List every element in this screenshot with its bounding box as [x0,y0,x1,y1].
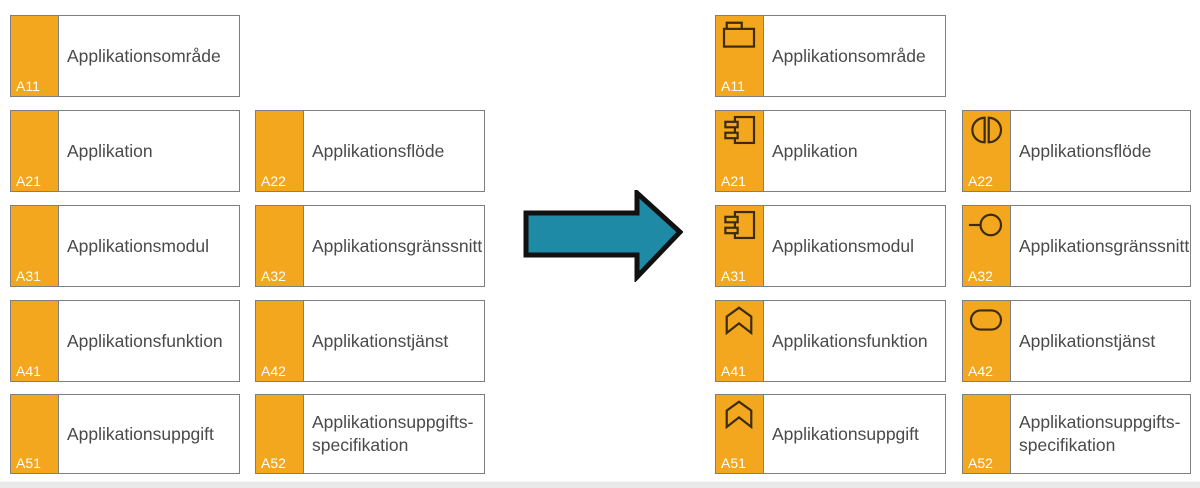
code-tab: A31 [716,206,764,286]
code-tab: A31 [11,206,59,286]
concept-box-a32-plain: A32 Applikationsgränssnitt [255,205,485,287]
concept-code: A11 [16,78,40,94]
concept-code: A51 [721,455,746,471]
concept-box-a21-notation: A21 Applikation [715,110,946,192]
concept-box-a32-notation: A32 Applikationsgränssnitt [962,205,1191,287]
concept-label: Applikation [67,140,153,161]
concept-box-a51-plain: A51 Applikationsuppgift [10,394,240,474]
concept-code: A41 [721,363,746,379]
concept-label: Applikationsmodul [67,235,210,256]
concept-box-a11-plain: A11 Applikationsområde [10,15,240,97]
concept-code: A11 [721,78,745,94]
concept-code: A52 [261,455,286,471]
service-icon [969,309,1003,331]
concept-code: A31 [16,268,41,284]
concept-box-a31-notation: A31 Applikationsmodul [715,205,946,287]
concept-label: Applikationsflöde [312,140,445,161]
code-tab: A22 [963,111,1011,191]
concept-label: Applikationsuppgift [67,423,214,444]
concept-label: Applikationstjänst [1019,330,1156,351]
concept-box-a22-plain: A22 Applikationsflöde [255,110,485,192]
transformation-arrow [523,190,683,282]
code-tab: A51 [11,395,59,473]
concept-code: A32 [968,268,993,284]
concept-code: A31 [721,268,746,284]
concept-box-a42-plain: A42 Applikationstjänst [255,300,485,382]
concept-label: Applikation [772,140,858,161]
concept-box-a51-notation: A51 Applikationsuppgift [715,394,946,474]
concept-box-a31-plain: A31 Applikationsmodul [10,205,240,287]
concept-box-a22-notation: A22 Applikationsflöde [962,110,1191,192]
code-tab: A21 [11,111,59,191]
function-icon [725,306,753,335]
concept-code: A42 [968,363,993,379]
interaction-icon [971,116,1003,144]
code-tab: A11 [716,16,764,96]
interface-icon [968,213,1003,237]
concept-box-a21-plain: A21 Applikation [10,110,240,192]
concept-code: A41 [16,363,41,379]
folder-icon [722,21,756,48]
concept-code: A22 [261,173,286,189]
concept-box-a41-plain: A41 Applikationsfunktion [10,300,240,382]
component-icon [724,115,756,145]
code-tab: A51 [716,395,764,473]
code-tab: A52 [963,395,1011,473]
concept-box-a52-notation: A52 Applikationsuppgifts- specifikation [962,394,1191,474]
code-tab: A32 [963,206,1011,286]
concept-label: Applikationsområde [67,45,221,66]
concept-code: A52 [968,455,993,471]
code-tab: A42 [963,301,1011,381]
concept-box-a42-notation: A42 Applikationstjänst [962,300,1191,382]
concept-label: Applikationsgränssnitt [1019,235,1190,256]
concept-code: A21 [16,173,41,189]
code-tab: A41 [716,301,764,381]
concept-label: Applikationsuppgifts- specifikation [1019,412,1181,455]
concept-code: A51 [16,455,41,471]
code-tab: A22 [256,111,304,191]
concept-label: Applikationsflöde [1019,140,1152,161]
concept-label: Applikationsområde [772,45,926,66]
component-icon [724,210,756,240]
code-tab: A11 [11,16,59,96]
bottom-edge-strip [0,481,1200,488]
concept-code: A22 [968,173,993,189]
concept-label: Applikationsuppgift [772,423,919,444]
concept-code: A32 [261,268,286,284]
concept-label: Applikationsgränssnitt [312,235,483,256]
concept-label: Applikationsfunktion [772,330,928,351]
concept-box-a41-notation: A41 Applikationsfunktion [715,300,946,382]
code-tab: A21 [716,111,764,191]
concept-box-a11-notation: A11 Applikationsområde [715,15,946,97]
function-icon [725,400,753,429]
concept-label: Applikationsfunktion [67,330,223,351]
concept-label: Applikationsuppgifts- specifikation [312,412,474,455]
code-tab: A42 [256,301,304,381]
code-tab: A52 [256,395,304,473]
concept-box-a52-plain: A52 Applikationsuppgifts- specifikation [255,394,485,474]
concept-label: Applikationsmodul [772,235,915,256]
concept-code: A21 [721,173,746,189]
concept-code: A42 [261,363,286,379]
concept-label: Applikationstjänst [312,330,449,351]
code-tab: A32 [256,206,304,286]
code-tab: A41 [11,301,59,381]
